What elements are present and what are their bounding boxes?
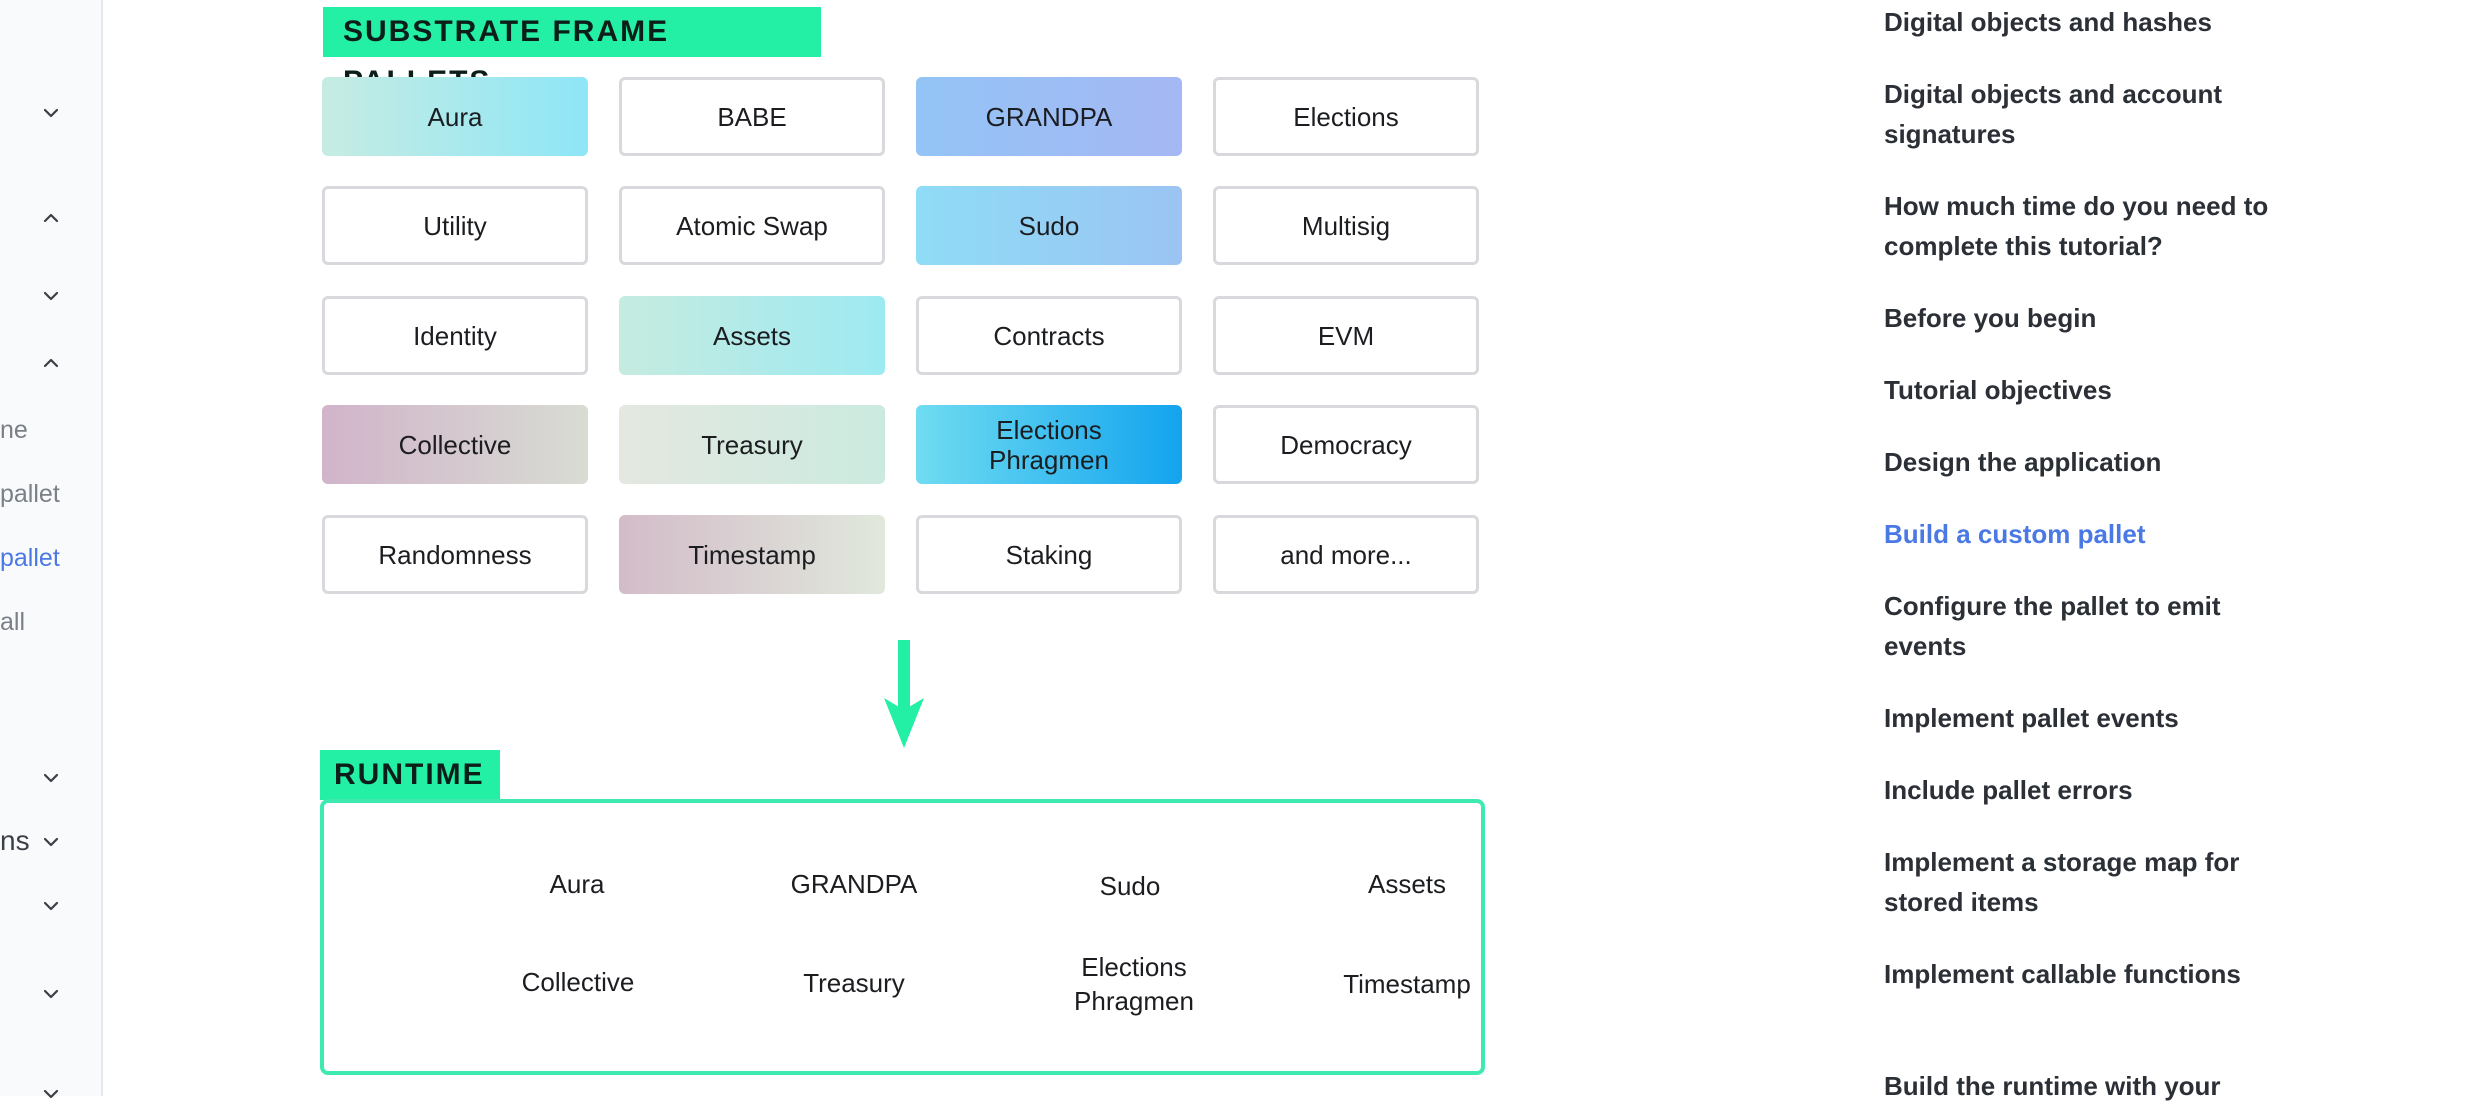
runtime-item: Aura xyxy=(549,869,605,899)
pallet-tile: Randomness xyxy=(322,515,588,594)
toc-link[interactable]: Implement a storage map for stored items xyxy=(1884,847,2240,917)
pallet-tile: Treasury xyxy=(619,405,885,484)
arrow-down-icon xyxy=(884,640,924,748)
pallet-tile: Collective xyxy=(322,405,588,484)
pallet-tile: EVM xyxy=(1213,296,1479,375)
pallet-tile: Contracts xyxy=(916,296,1182,375)
toc-link[interactable]: Build the runtime with your xyxy=(1884,1071,2221,1101)
pallet-tile: Aura xyxy=(322,77,588,156)
toc-link[interactable]: Implement callable functions xyxy=(1884,959,2241,989)
chevron-down-icon[interactable] xyxy=(40,102,62,124)
runtime-item: Collective xyxy=(521,967,635,997)
sidebar-item-active[interactable]: pallet xyxy=(0,544,60,572)
pallet-tile: Democracy xyxy=(1213,405,1479,484)
pallets-section-title: SUBSTRATE FRAME PALLETS xyxy=(323,7,821,98)
toc-link-active[interactable]: Build a custom pallet xyxy=(1884,519,2146,549)
runtime-section-title: RUNTIME xyxy=(320,750,500,800)
toc-link[interactable]: Digital objects and hashes xyxy=(1884,7,2212,37)
pallet-tile: and more... xyxy=(1213,515,1479,594)
pallet-tile: GRANDPA xyxy=(916,77,1182,156)
toc-link[interactable]: Configure the pallet to emit events xyxy=(1884,591,2221,661)
pallet-tile: Identity xyxy=(322,296,588,375)
pallet-tile: Elections Phragmen xyxy=(916,405,1182,484)
pallet-tile: Timestamp xyxy=(619,515,885,594)
runtime-item: Elections Phragmen xyxy=(1074,952,1194,1016)
pallet-tile: Utility xyxy=(322,186,588,265)
sidebar-item-label[interactable]: all xyxy=(0,608,26,636)
pallet-tile: Multisig xyxy=(1213,186,1479,265)
chevron-down-icon[interactable] xyxy=(40,767,62,789)
sidebar-item-label[interactable]: ns xyxy=(0,825,30,856)
pallet-tile: BABE xyxy=(619,77,885,156)
runtime-item: Treasury xyxy=(803,968,905,998)
chevron-down-icon[interactable] xyxy=(40,285,62,307)
toc-link[interactable]: Digital objects and account signatures xyxy=(1884,79,2223,149)
toc-link[interactable]: How much time do you need to complete th… xyxy=(1884,191,2269,261)
toc-link[interactable]: Include pallet errors xyxy=(1884,775,2133,805)
chevron-down-icon[interactable] xyxy=(40,1083,62,1105)
runtime-item: Assets xyxy=(1367,869,1447,899)
runtime-item: GRANDPA xyxy=(790,869,918,899)
pallet-tile: Assets xyxy=(619,296,885,375)
toc-link[interactable]: Design the application xyxy=(1884,447,2162,477)
runtime-item: Sudo xyxy=(1099,871,1161,901)
runtime-box: Aura GRANDPA Sudo Assets Collective Trea… xyxy=(320,799,1485,1075)
pallet-tile: Elections xyxy=(1213,77,1479,156)
chevron-down-icon[interactable] xyxy=(40,831,62,853)
pallet-tile: Staking xyxy=(916,515,1182,594)
sidebar-item-label[interactable]: pallet xyxy=(0,480,60,508)
chevron-up-icon[interactable] xyxy=(40,207,62,229)
pallet-tile: Sudo xyxy=(916,186,1182,265)
left-sidebar: ne pallet pallet all ns xyxy=(0,0,103,1099)
chevron-down-icon[interactable] xyxy=(40,895,62,917)
toc-link[interactable]: Before you begin xyxy=(1884,303,2097,333)
chevron-up-icon[interactable] xyxy=(40,352,62,374)
toc-link[interactable]: Implement pallet events xyxy=(1884,703,2179,733)
pallet-tile: Atomic Swap xyxy=(619,186,885,265)
sidebar-item-label[interactable]: ne xyxy=(0,416,28,444)
chevron-down-icon[interactable] xyxy=(40,983,62,1005)
toc-link[interactable]: Tutorial objectives xyxy=(1884,375,2112,405)
runtime-item: Timestamp xyxy=(1343,969,1471,999)
